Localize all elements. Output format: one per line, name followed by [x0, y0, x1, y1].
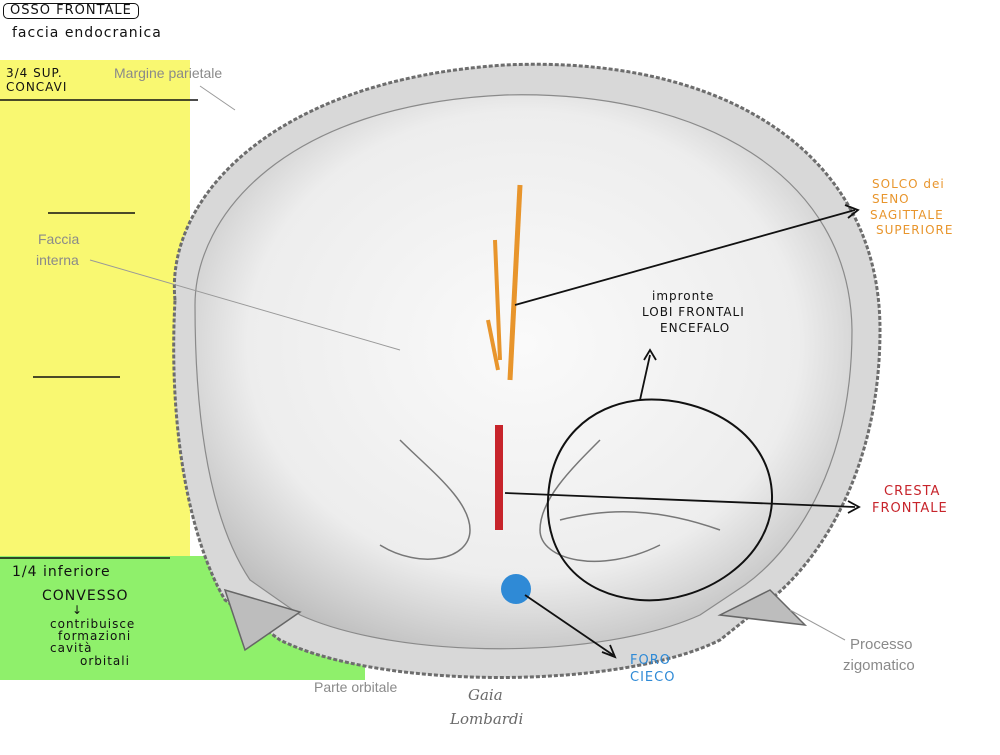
cresta-1: CRESTA [884, 484, 941, 499]
orbital-part-right [539, 439, 661, 563]
inf-note-3: contribuisce [50, 617, 136, 631]
solco-3: SAGITTALE [870, 208, 944, 222]
impressions-circle [546, 398, 774, 602]
impronte-3: ENCEFALO [660, 321, 731, 335]
foro-1: FORO [630, 653, 671, 668]
orbital-ridge [559, 511, 721, 531]
foro-2: CIECO [630, 670, 676, 685]
inf-note-6: orbitali [80, 654, 130, 668]
solco-1: SOLCO dei [872, 177, 945, 191]
solco-2: SENO [872, 192, 910, 206]
leader-solco [514, 209, 856, 306]
subtitle: faccia endocranica [12, 25, 162, 41]
signature-2: Lombardi [450, 710, 524, 728]
zygomatic-process-left [223, 588, 302, 652]
label-faccia-2: interna [36, 252, 79, 268]
sagittal-sulcus [507, 184, 523, 381]
leader-cresta [504, 492, 856, 508]
sagittal-sulcus-2 [493, 239, 502, 361]
cresta-2: FRONTALE [872, 501, 948, 516]
orbital-part-left [379, 439, 471, 560]
sup-note-1: 3/4 SUP. [6, 66, 63, 80]
label-faccia-1: Faccia [38, 231, 80, 247]
label-margine-parietale: Margine parietale [114, 65, 223, 81]
impressions-arrow [639, 354, 651, 401]
leader-processo [789, 609, 846, 641]
signature-1: Gaia [468, 686, 503, 704]
foramen-cecum [501, 574, 531, 604]
label-processo-1: Processo [850, 636, 913, 653]
solco-4: SUPERIORE [876, 223, 954, 237]
leader-foro [524, 594, 614, 656]
internal-face [194, 94, 853, 650]
label-processo-2: zigomatico [843, 657, 915, 674]
zygomatic-process-right [717, 589, 808, 626]
leader-faccia [89, 259, 401, 351]
upper-highlight [0, 60, 190, 560]
inf-note-2: CONVESSO [42, 588, 129, 604]
inf-note-4: formazioni [58, 629, 132, 643]
leader-margine [199, 85, 236, 111]
inf-note-5: cavità [50, 641, 93, 655]
inf-note-1: 1/4 inferiore [12, 564, 111, 580]
impronte-1: impronte [652, 289, 715, 303]
sagittal-sulcus-3 [486, 319, 500, 371]
title: OSSO FRONTALE [3, 3, 139, 19]
inf-arrow: ↓ [72, 603, 84, 617]
impronte-2: LOBI FRONTALI [642, 305, 745, 319]
frontal-crest [495, 425, 503, 530]
sup-note-2: CONCAVI [6, 80, 68, 94]
label-parte-orbitale: Parte orbitale [314, 679, 398, 695]
